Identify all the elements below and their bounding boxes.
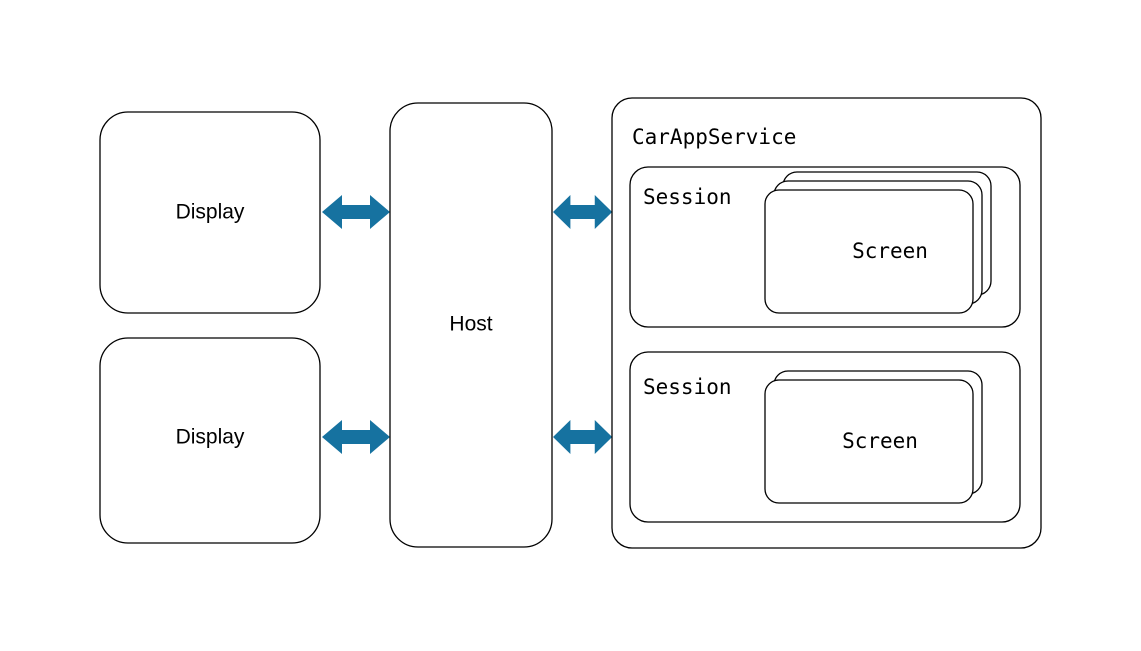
connector-host-to-session-top — [553, 195, 613, 229]
connector-display-bottom-to-host — [322, 420, 390, 454]
session-1-screen-stack[interactable]: Screen — [764, 171, 992, 314]
display-top-node[interactable]: Display — [99, 111, 321, 314]
screen-card-front[interactable] — [764, 379, 974, 504]
session-2-screen-label: Screen — [842, 429, 918, 453]
host-label: Host — [449, 313, 492, 336]
carappservice-label: CarAppService — [632, 125, 796, 149]
session-2-label: Session — [643, 375, 732, 399]
host-node[interactable]: Host — [389, 102, 553, 548]
display-bottom-label: Display — [176, 426, 245, 449]
connector-display-top-to-host — [322, 195, 390, 229]
session-2-screen-stack[interactable]: Screen — [764, 370, 983, 504]
session-1-screen-label: Screen — [852, 239, 928, 263]
display-top-box[interactable] — [99, 111, 321, 314]
carappservice-node[interactable]: CarAppService Session Screen Session — [611, 97, 1042, 549]
screen-card-front[interactable] — [764, 189, 974, 314]
display-bottom-box[interactable] — [99, 337, 321, 544]
host-box[interactable] — [389, 102, 553, 548]
session-1-node[interactable]: Session Screen — [629, 166, 1021, 328]
display-top-label: Display — [176, 201, 245, 224]
display-bottom-node[interactable]: Display — [99, 337, 321, 544]
session-1-label: Session — [643, 185, 732, 209]
connector-host-to-session-bottom — [553, 420, 613, 454]
session-2-node[interactable]: Session Screen — [629, 351, 1021, 523]
